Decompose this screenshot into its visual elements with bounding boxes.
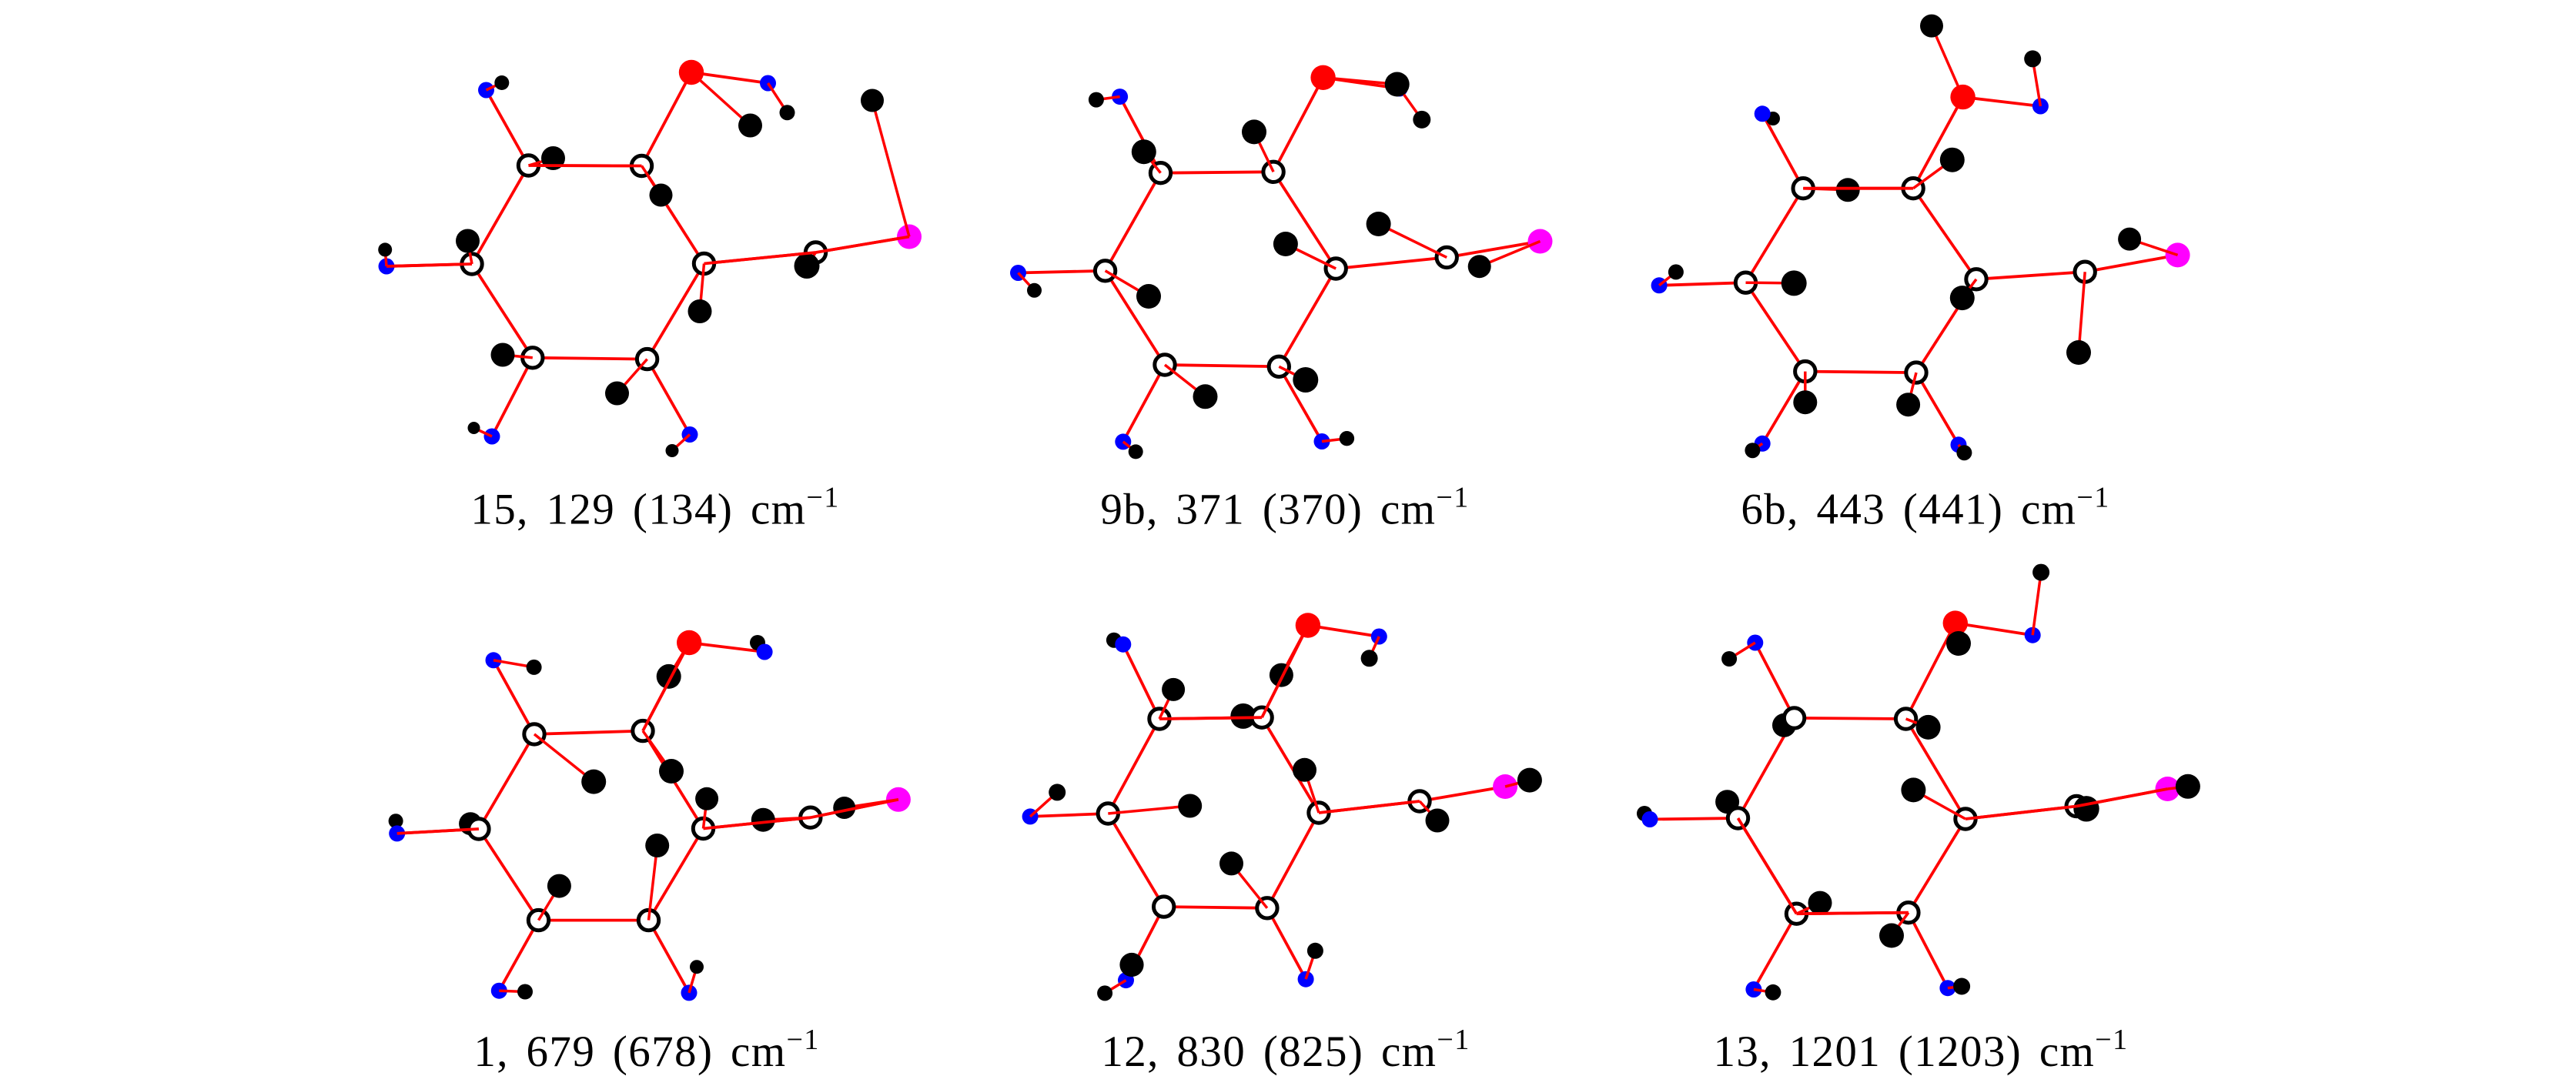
svg-text:13, 1201 (1203) cm−1: 13, 1201 (1203) cm−1 (1713, 1024, 2128, 1076)
svg-text:6b, 443 (441) cm−1: 6b, 443 (441) cm−1 (1741, 482, 2109, 534)
svg-text:12, 830 (825) cm−1: 12, 830 (825) cm−1 (1101, 1024, 1470, 1076)
svg-text:9b, 371 (370) cm−1: 9b, 371 (370) cm−1 (1100, 482, 1469, 534)
svg-text:1, 679 (678) cm−1: 1, 679 (678) cm−1 (473, 1024, 819, 1076)
svg-text:15, 129 (134) cm−1: 15, 129 (134) cm−1 (470, 482, 839, 534)
